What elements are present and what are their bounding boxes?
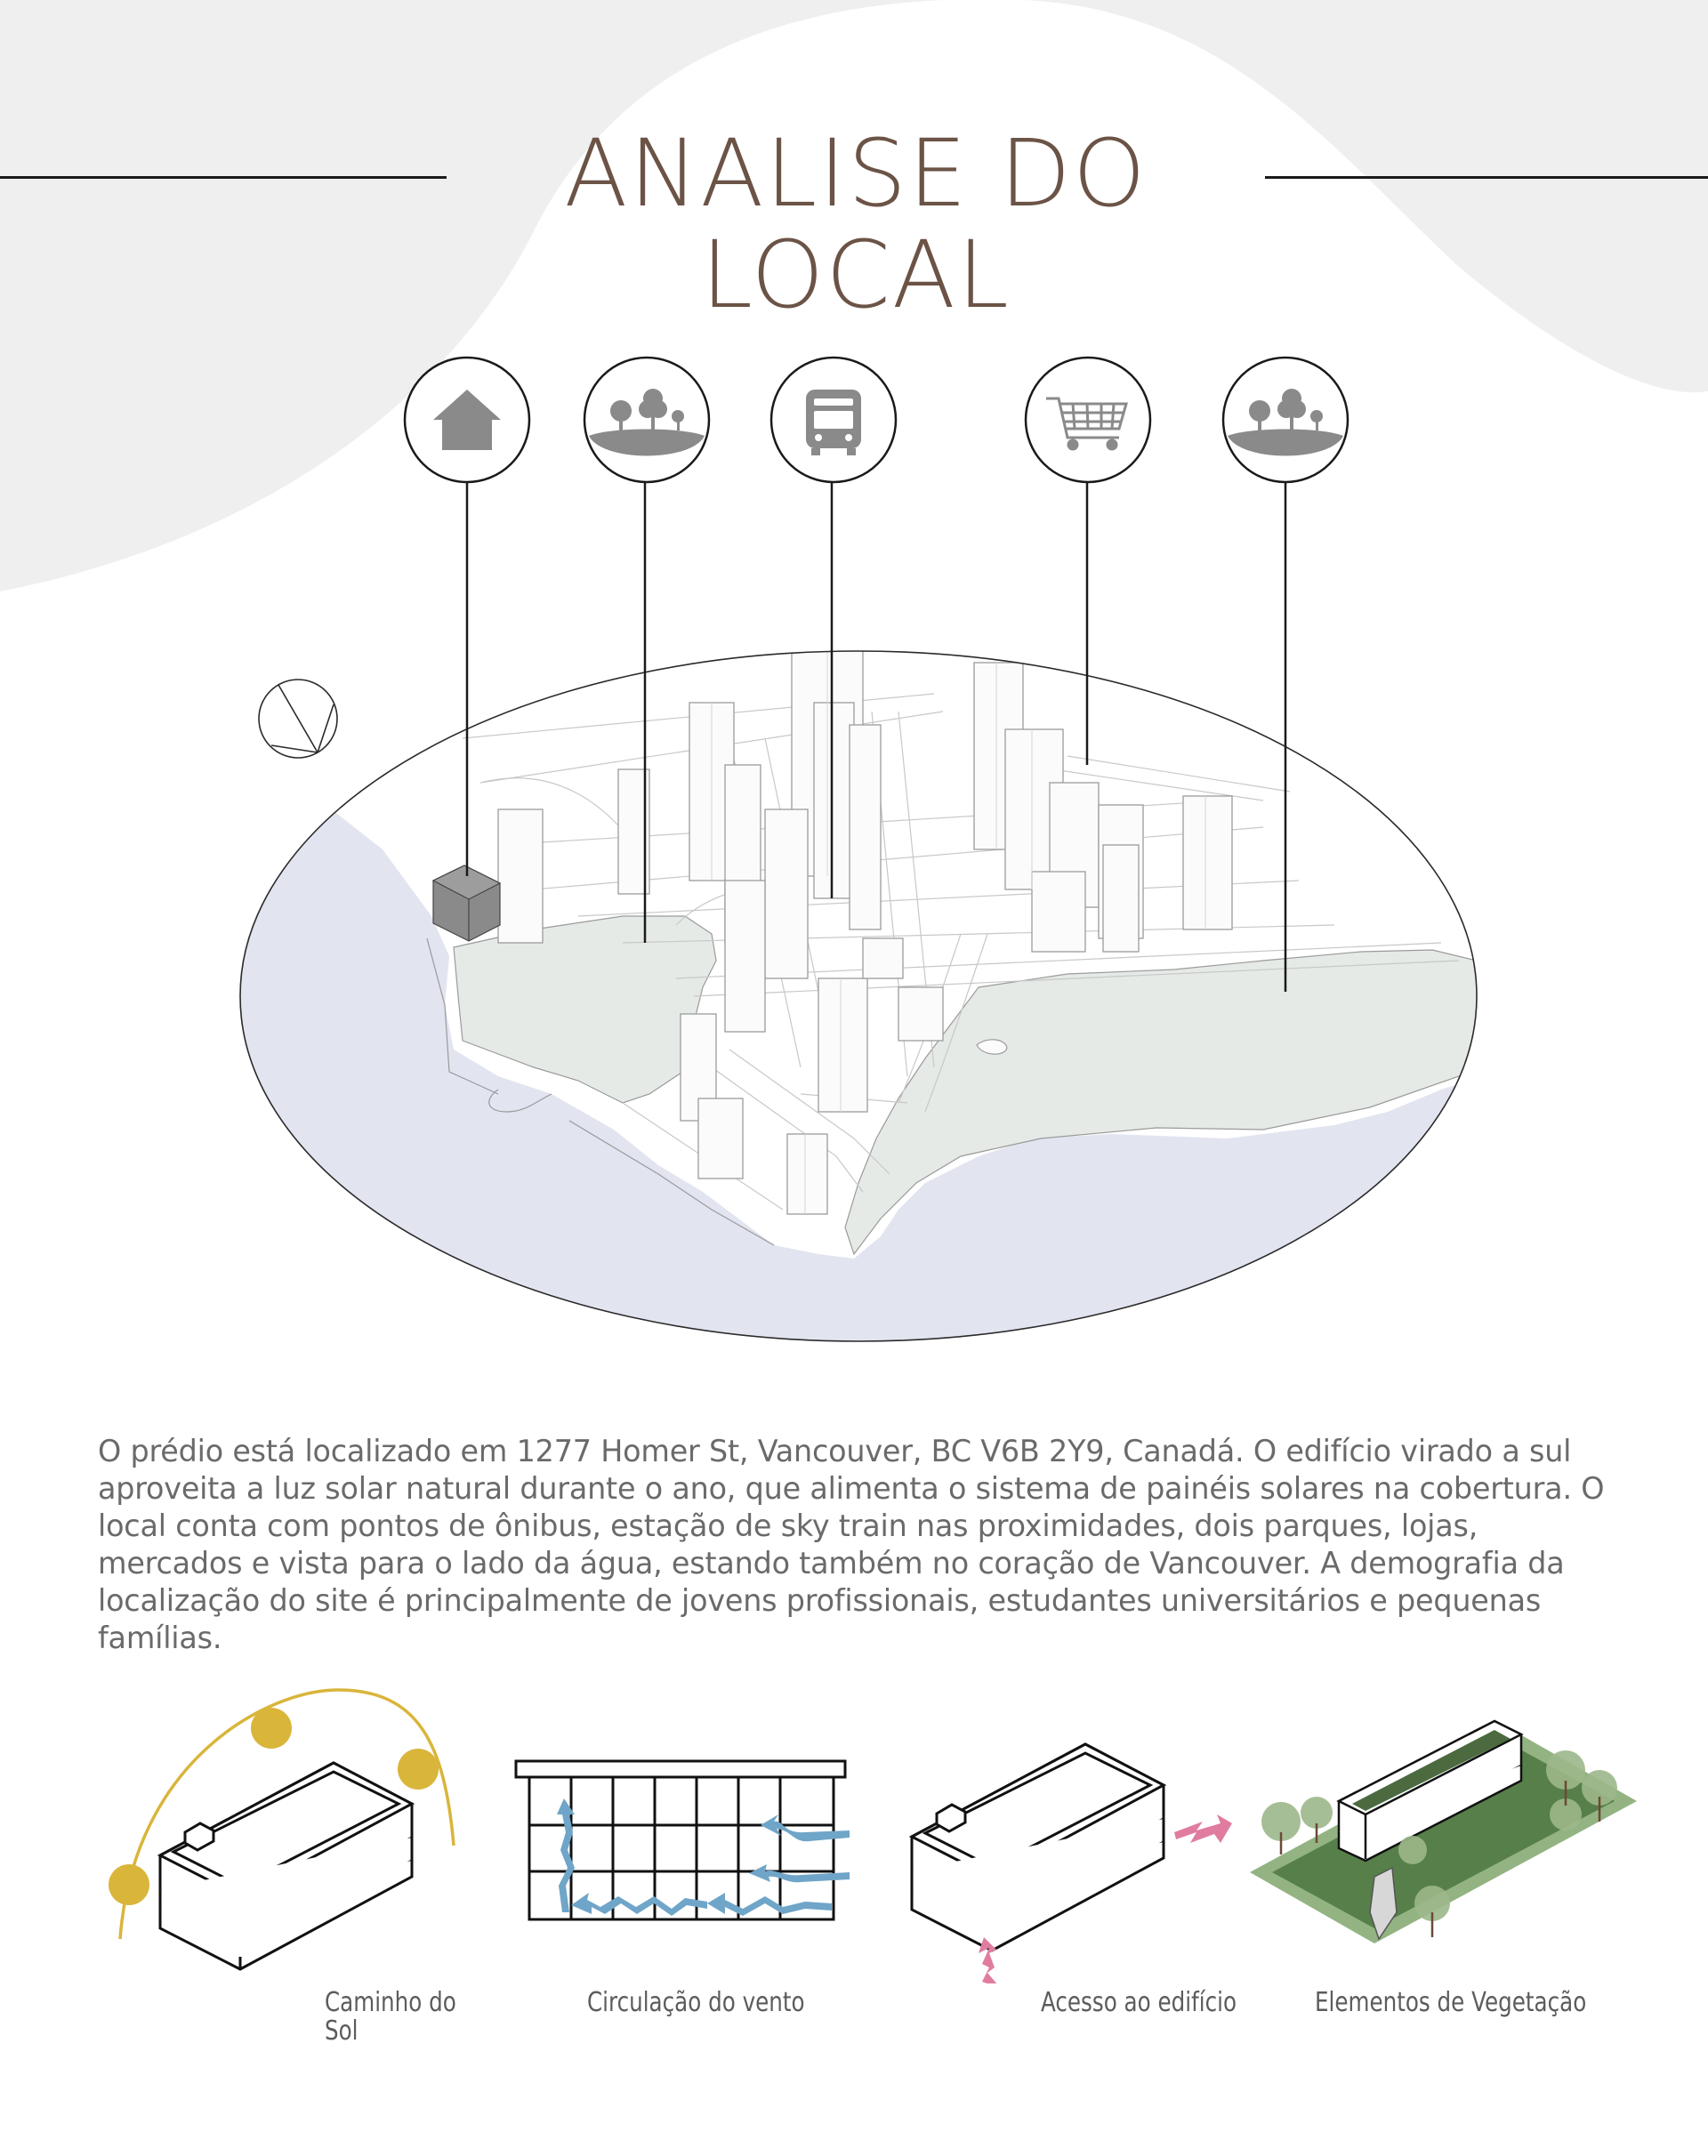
access-arrow-icon bbox=[979, 1814, 1232, 1983]
caption-sun-path: Caminho do Sol bbox=[325, 1987, 456, 2047]
title-block: ANALISE DO LOCAL bbox=[0, 116, 1708, 326]
sun-icon bbox=[251, 1708, 292, 1749]
title-rule-left bbox=[0, 176, 447, 179]
marker-bus bbox=[769, 356, 898, 484]
sun-path-diagram bbox=[109, 1688, 455, 1971]
bus-icon bbox=[806, 390, 861, 455]
north-arrow-icon bbox=[258, 679, 338, 759]
park-icon bbox=[589, 389, 705, 456]
project-building bbox=[431, 865, 502, 942]
park-icon bbox=[1228, 389, 1343, 456]
marker-park-2 bbox=[1221, 356, 1349, 484]
vegetation-diagram bbox=[1250, 1719, 1637, 1943]
marker-house bbox=[403, 356, 531, 484]
sun-icon bbox=[109, 1864, 149, 1905]
house-icon bbox=[433, 390, 501, 450]
page-title: ANALISE DO LOCAL bbox=[564, 119, 1148, 330]
site-boundary bbox=[239, 650, 1478, 1342]
caption-wind: Circulação do vento bbox=[587, 1987, 805, 2018]
analysis-diagrams bbox=[109, 1688, 1637, 1983]
site-description: O prédio está localizado em 1277 Homer S… bbox=[98, 1434, 1605, 1655]
water-area bbox=[240, 800, 1477, 1341]
access-diagram bbox=[908, 1742, 1232, 1983]
title-rule-right bbox=[1265, 176, 1708, 179]
shopping-cart-icon bbox=[1046, 397, 1128, 451]
marker-park-1 bbox=[583, 356, 711, 484]
wind-diagram bbox=[514, 1759, 850, 1921]
park-right bbox=[844, 949, 1477, 1256]
site-map bbox=[239, 483, 1478, 1342]
caption-access: Acesso ao edifício bbox=[1041, 1987, 1237, 2018]
marker-shopping bbox=[1024, 356, 1152, 484]
sun-icon bbox=[398, 1749, 439, 1790]
caption-vegetation: Elementos de Vegetação bbox=[1315, 1987, 1587, 2018]
site-map-area bbox=[240, 651, 1477, 1341]
